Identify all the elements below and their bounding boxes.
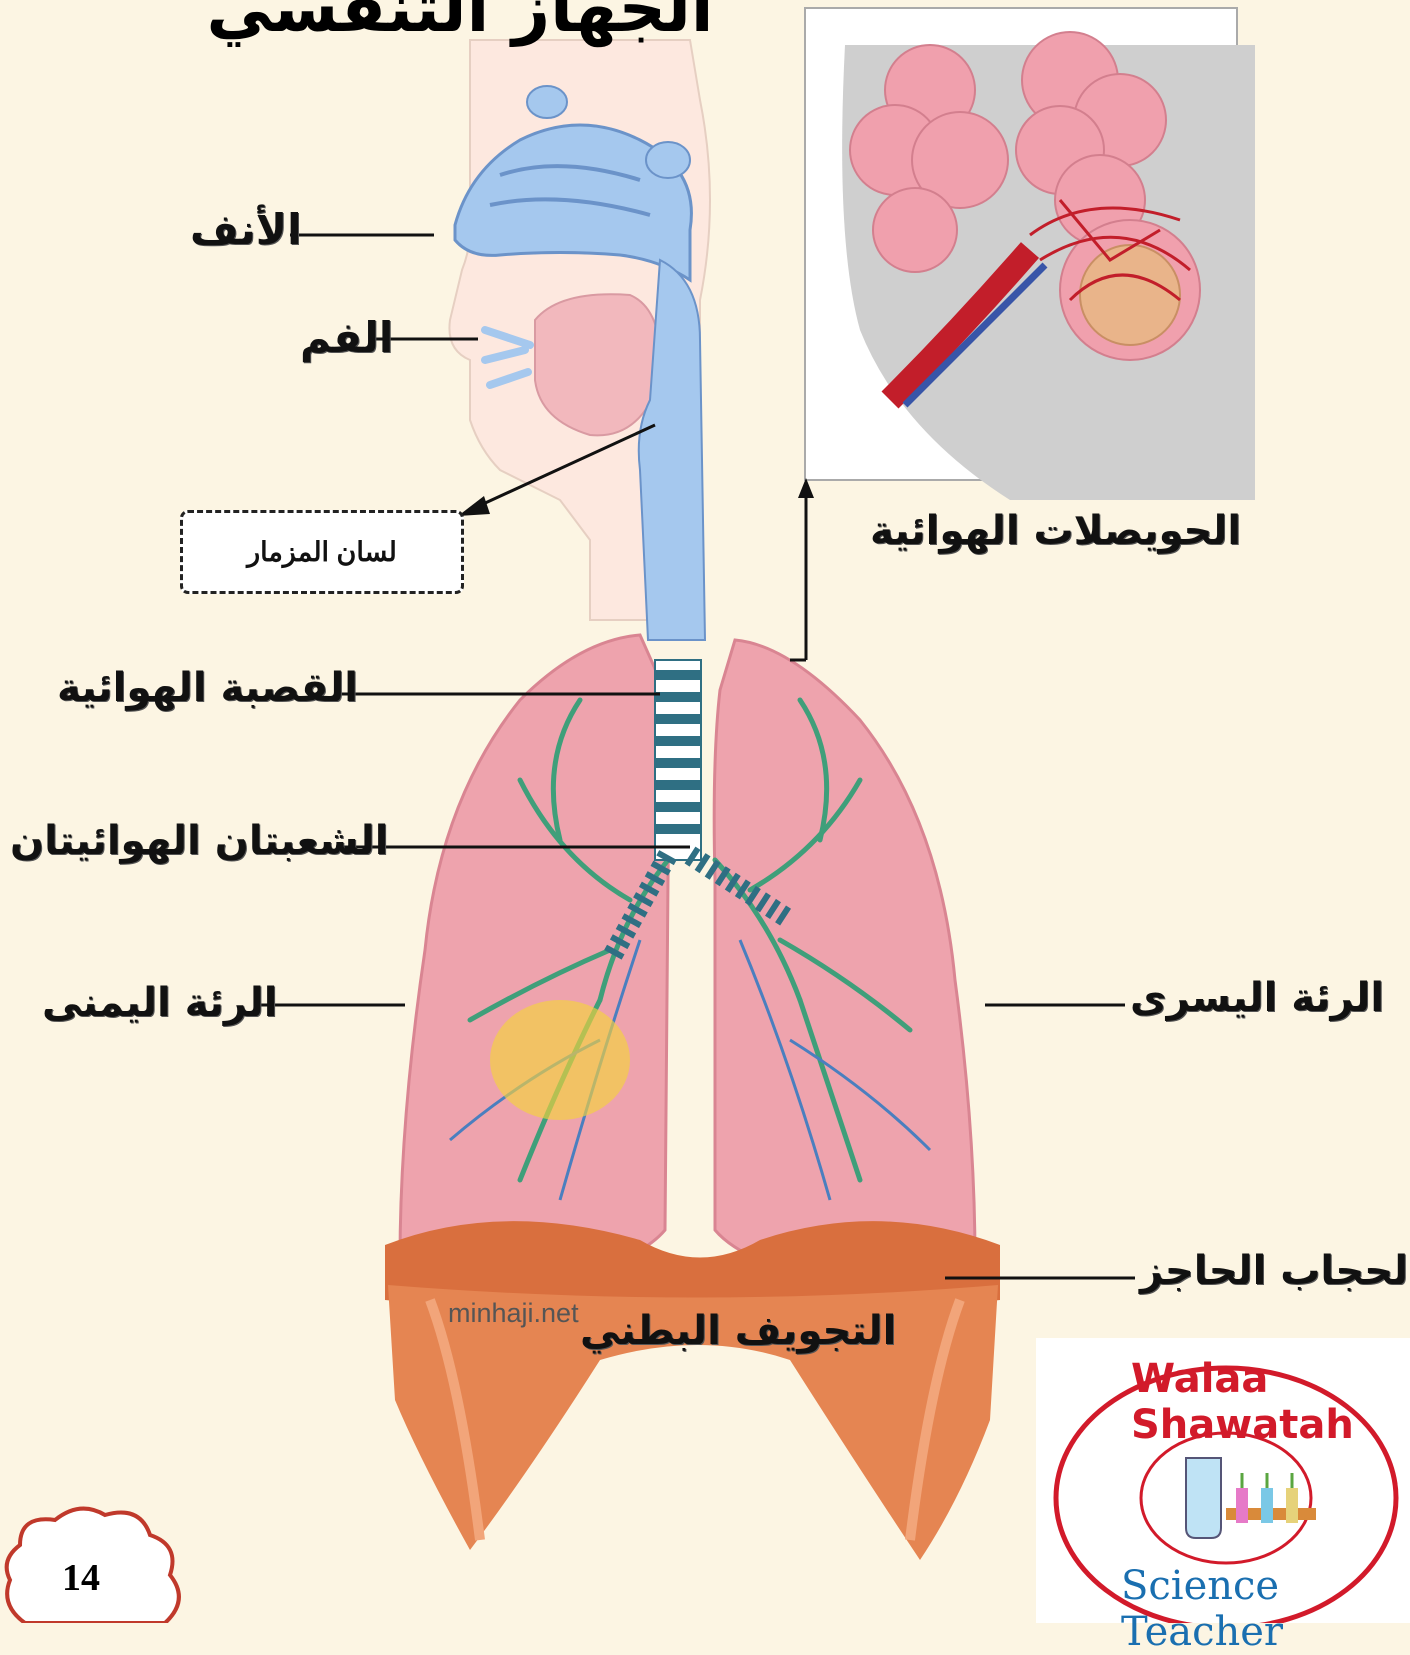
- label-epiglottis: لسان المزمار: [247, 537, 397, 568]
- label-diaphragm: الحجاب الحاجز: [1140, 1248, 1410, 1294]
- alveolus-section: [1080, 245, 1180, 345]
- epiglottis-label-box: لسان المزمار: [180, 510, 464, 594]
- logo-name: Walaa Shawatah: [1131, 1356, 1410, 1448]
- tongue: [535, 294, 661, 435]
- label-alveoli: الحويصلات الهوائية: [870, 508, 1241, 554]
- logo-subtitle: Science Teacher: [1121, 1563, 1410, 1655]
- label-nose: الأنف: [190, 205, 301, 254]
- lung-yellow-region: [490, 1000, 630, 1120]
- label-trachea: القصبة الهوائية: [57, 665, 358, 711]
- left-lung-shape: [714, 640, 975, 1283]
- label-right-lung: الرئة اليمنى: [42, 980, 278, 1026]
- page-number: 14: [62, 1556, 100, 1600]
- page-title: الجهاز التنفسي: [180, 0, 740, 47]
- label-bronchi: الشعبتان الهوائيتان: [10, 818, 389, 864]
- label-mouth: الفم: [300, 313, 393, 362]
- label-abdominal-cavity: التجويف البطني: [580, 1308, 896, 1354]
- label-left-lung: الرئة اليسرى: [1130, 975, 1384, 1021]
- teacher-logo: Walaa Shawatah Science Teacher: [1036, 1338, 1410, 1623]
- watermark: minhaji.net: [448, 1298, 579, 1329]
- right-lung-shape: [400, 635, 668, 1283]
